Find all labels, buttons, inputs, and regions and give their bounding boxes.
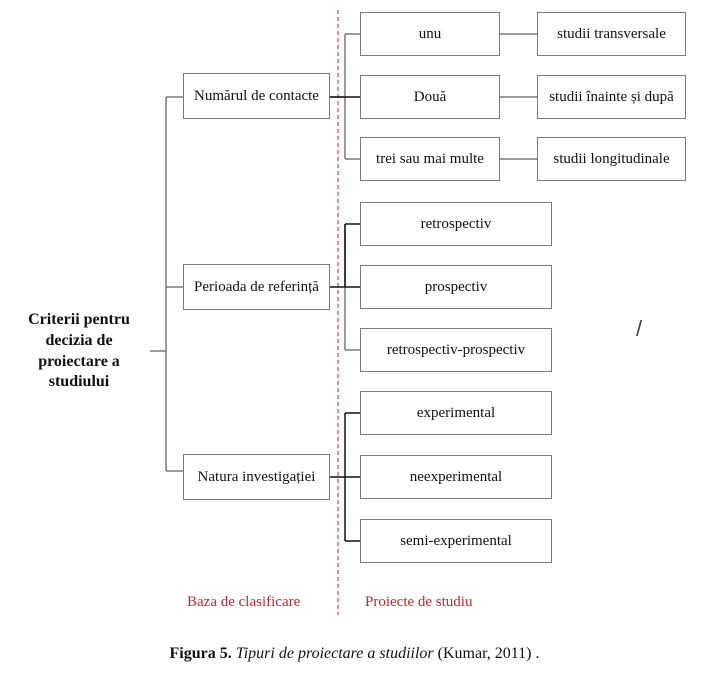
design-box: unu bbox=[360, 12, 500, 56]
study-box: studii longitudinale bbox=[537, 137, 686, 181]
design-box: retrospectiv bbox=[360, 202, 552, 246]
design-box: trei sau mai multe bbox=[360, 137, 500, 181]
design-box: neexperimental bbox=[360, 455, 552, 499]
root-criterion: Criterii pentru decizia de proiectare a … bbox=[28, 311, 130, 391]
design-box: prospectiv bbox=[360, 265, 552, 309]
design-box: experimental bbox=[360, 391, 552, 435]
caption-title: Tipuri de proiectare a studiilor bbox=[235, 645, 434, 662]
caption-prefix: Figura 5. bbox=[169, 645, 232, 662]
criterion-reference-period: Perioada de referință bbox=[183, 264, 330, 310]
figure-caption: Figura 5. Tipuri de proiectare a studiil… bbox=[0, 645, 709, 663]
design-box: retrospectiv-prospectiv bbox=[360, 328, 552, 372]
criterion-investigation-nature: Natura investigației bbox=[183, 454, 330, 500]
stray-mark: / bbox=[636, 316, 643, 341]
study-box: studii înainte și după bbox=[537, 75, 686, 119]
design-box: semi-experimental bbox=[360, 519, 552, 563]
criterion-contact-count: Numărul de contacte bbox=[183, 73, 330, 119]
study-designs-label: Proiecte de studiu bbox=[365, 594, 473, 610]
caption-source: (Kumar, 2011) . bbox=[437, 645, 540, 662]
classification-basis-label: Baza de clasificare bbox=[187, 594, 301, 610]
design-box: Două bbox=[360, 75, 500, 119]
study-box: studii transversale bbox=[537, 12, 686, 56]
